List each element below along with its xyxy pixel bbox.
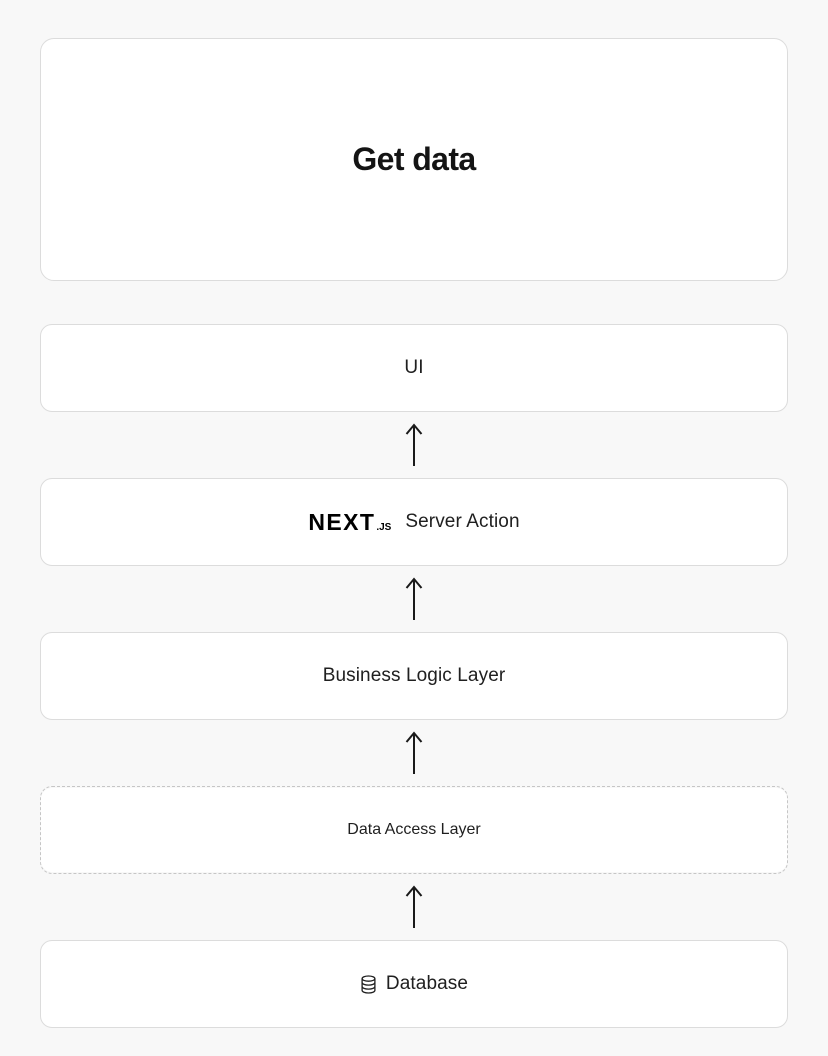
- layer-dashed-outline-data-access: Data Access Layer: [40, 786, 788, 874]
- layer-label-ui: UI: [404, 357, 424, 378]
- get-data-card: Get data: [40, 38, 788, 281]
- layer-label-server-action: Server Action: [405, 511, 520, 532]
- layer-label-data-access: Data Access Layer: [347, 821, 481, 838]
- page-title: Get data: [352, 141, 476, 177]
- database-content: Database: [360, 973, 468, 995]
- arrow-up-icon-1: [40, 412, 788, 478]
- layer-card-data-access: Data Access Layer: [41, 788, 787, 872]
- server-action-content: NEXT.JS Server Action: [308, 508, 520, 535]
- nextjs-logo-icon: NEXT.JS: [308, 508, 392, 535]
- arrow-up-icon-4: [40, 874, 788, 940]
- layer-card-server-action: NEXT.JS Server Action: [40, 478, 788, 566]
- layer-card-business-logic: Business Logic Layer: [40, 632, 788, 720]
- layer-card-database: Database: [40, 940, 788, 1028]
- layer-label-database: Database: [385, 973, 469, 994]
- layer-label-business-logic: Business Logic Layer: [322, 665, 506, 686]
- nextjs-suffix: .JS: [376, 521, 392, 533]
- spacer: [40, 281, 788, 324]
- nextjs-wordmark: NEXT: [308, 508, 376, 535]
- layer-stack: Get data UI NEXT.JS Server Action: [40, 38, 788, 1028]
- arrow-up-icon-2: [40, 566, 788, 632]
- layer-card-ui: UI: [40, 324, 788, 412]
- arrow-up-icon-3: [40, 720, 788, 786]
- database-icon: [360, 974, 377, 994]
